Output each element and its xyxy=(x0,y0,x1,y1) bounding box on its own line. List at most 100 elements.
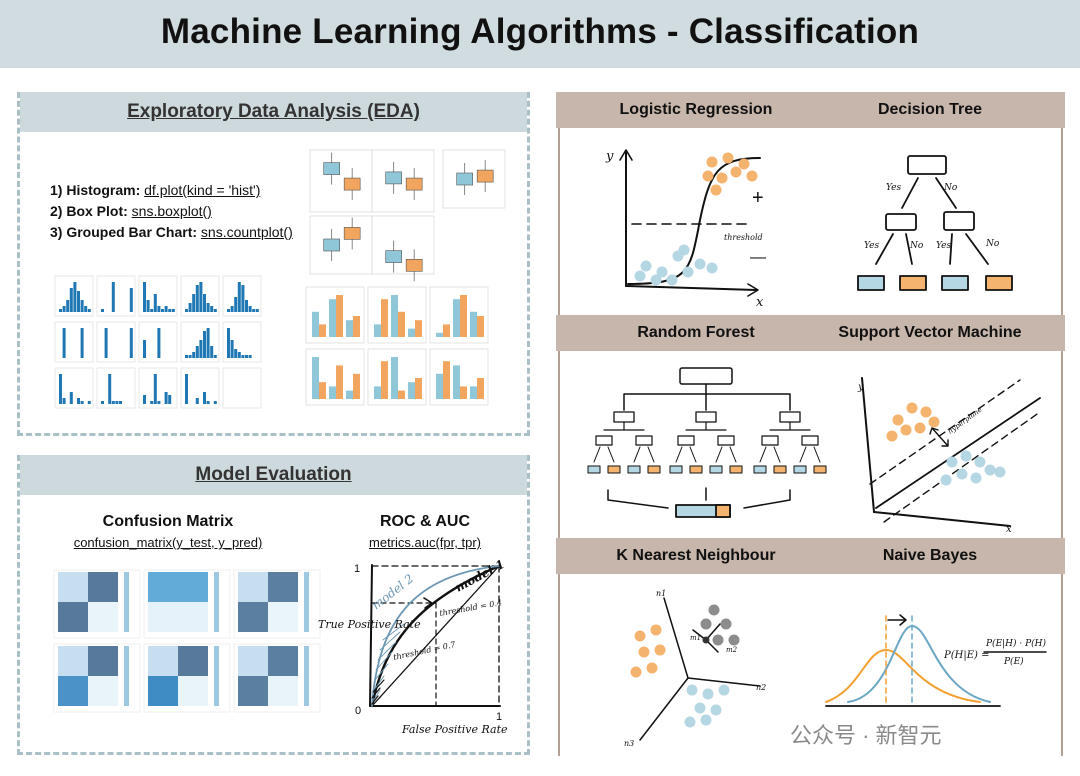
forest-tree-leaf xyxy=(647,465,661,474)
scatter-dot xyxy=(970,472,982,484)
naive-bayes-title: Naive Bayes xyxy=(882,547,978,564)
grouped-bar-blue xyxy=(374,324,381,337)
histogram-bar xyxy=(153,294,157,312)
confusion-matrix-cell xyxy=(268,676,298,706)
confusion-matrix-cell xyxy=(268,646,298,676)
svm-hyperplane xyxy=(875,397,1041,509)
histogram-bar xyxy=(237,282,241,312)
forest-tree-edge xyxy=(593,446,615,463)
forest-tree-node xyxy=(635,435,653,446)
histogram-bar xyxy=(84,306,88,312)
svm-x-label: x xyxy=(1006,524,1012,535)
confusion-matrix-cell xyxy=(148,572,178,602)
grouped-bar-blue xyxy=(329,386,336,399)
histogram-bar xyxy=(77,291,80,312)
histogram-bar xyxy=(206,401,210,404)
histogram-bar xyxy=(69,288,73,312)
knn-n3-label: n3 xyxy=(624,739,634,748)
histogram-bar xyxy=(62,306,66,312)
histogram-bar xyxy=(206,328,210,358)
confusion-matrix-cell xyxy=(268,602,298,632)
histogram-thumbnail xyxy=(96,321,136,363)
svm-sketch xyxy=(861,377,1041,527)
forest-tree-edge xyxy=(675,446,697,463)
histogram-bar xyxy=(195,398,199,404)
grouped-bar-blue xyxy=(408,382,415,399)
forest-tree-root xyxy=(613,411,635,423)
histogram-bar xyxy=(255,309,259,312)
grouped-bar-orange xyxy=(460,386,467,399)
svm-margin-arrow xyxy=(929,427,949,447)
algo-header-row-3: K Nearest Neighbour Naive Bayes xyxy=(556,538,1065,574)
histogram-bar xyxy=(80,401,84,404)
scatter-dot xyxy=(928,416,940,428)
watermark: 公众号 · 新智元 xyxy=(790,723,942,748)
svm-title: Support Vector Machine xyxy=(838,324,1022,341)
confusion-matrix-code: confusion_matrix(y_test, y_pred) xyxy=(73,535,263,550)
scatter-dot xyxy=(960,450,972,462)
decision-tree-sketch xyxy=(857,155,1013,291)
scatter-dot xyxy=(650,274,662,286)
tree-no-2: No xyxy=(909,241,924,251)
histogram-bar xyxy=(185,309,188,312)
confusion-matrix-cell xyxy=(238,646,268,676)
roc-code: metrics.auc(fpr, tpr) xyxy=(369,535,481,550)
confusion-matrix-grid xyxy=(53,569,321,713)
histogram-bar xyxy=(210,346,214,358)
tree-no-3: No xyxy=(985,239,1000,249)
scatter-dot xyxy=(656,266,668,278)
eda-header-title: Exploratory Data Analysis (EDA) xyxy=(127,101,420,122)
scatter-dot xyxy=(728,634,740,646)
scatter-dot xyxy=(678,244,690,256)
grouped-bar-blue xyxy=(312,357,319,399)
scatter-dot xyxy=(640,260,652,272)
tree-branch-lr xyxy=(905,233,913,265)
grouped-bar-orange xyxy=(319,324,326,337)
grouped-bar-orange xyxy=(398,390,405,399)
histogram-bar xyxy=(101,401,104,404)
forest-tree-node xyxy=(677,435,695,446)
scatter-dot xyxy=(694,258,706,270)
histogram-bar xyxy=(146,300,150,312)
histogram-bar xyxy=(203,294,206,312)
boxplot-box xyxy=(476,169,494,183)
scatter-dot xyxy=(702,170,714,182)
logistic-y-label: y xyxy=(605,149,614,164)
scatter-dot xyxy=(940,474,952,486)
scatter-dot xyxy=(702,688,714,700)
grouped-bar-orange xyxy=(381,361,388,399)
boxplot-box xyxy=(456,172,474,186)
histogram-bar xyxy=(73,282,77,312)
forest-tree-branches xyxy=(603,421,645,431)
tree-branch-right xyxy=(935,177,957,209)
grouped-bar-orange xyxy=(336,365,343,399)
forest-bottom-arrows xyxy=(607,487,791,509)
svm-x-axis xyxy=(873,511,1011,527)
roc-title: ROC & AUC xyxy=(379,513,471,530)
algo-header-row-1: Logistic Regression Decision Tree xyxy=(556,92,1065,128)
eda-item-label: 1) Histogram: xyxy=(50,182,141,198)
histogram-bar xyxy=(227,309,230,312)
forest-trees xyxy=(587,411,827,474)
grouped-bar-orange xyxy=(415,378,422,399)
boxplot-thumbnail xyxy=(309,149,373,213)
histogram-bar xyxy=(164,306,168,312)
confusion-matrix-colorbar xyxy=(124,572,129,632)
knn-axis-3 xyxy=(639,677,689,741)
confusion-matrix-cell xyxy=(58,602,88,632)
confusion-matrix-cell xyxy=(178,572,208,602)
histogram-bar xyxy=(185,374,188,404)
confusion-matrix-cell xyxy=(178,602,208,632)
grouped-bar-blue xyxy=(453,299,460,337)
boxplot-box xyxy=(405,177,423,191)
bayes-denominator: P(E) xyxy=(1003,656,1024,667)
histogram-bar xyxy=(248,306,252,312)
grouped-bar-blue xyxy=(470,386,477,399)
histogram-bar xyxy=(168,309,172,312)
roc-x-axis-label: False Positive Rate xyxy=(401,723,508,736)
confusion-matrix-cell xyxy=(238,602,268,632)
histogram-bar xyxy=(129,288,133,312)
histogram-bar xyxy=(213,401,217,404)
scatter-dot xyxy=(646,662,658,674)
histogram-bar xyxy=(80,300,84,312)
